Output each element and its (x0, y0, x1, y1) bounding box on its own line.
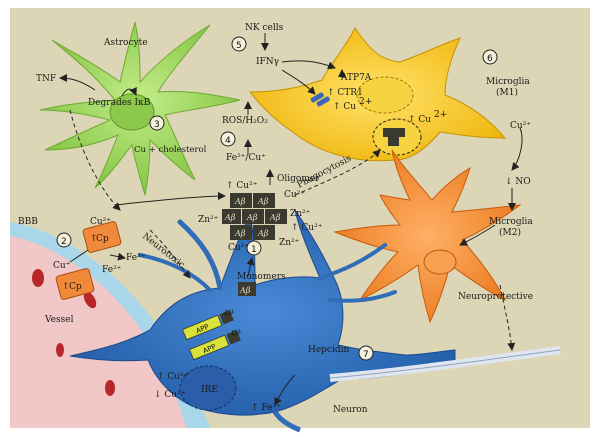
neuron-cell (69, 209, 561, 433)
abeta-7: Aβ (257, 229, 269, 238)
label-neuroprotective: Neuroprotective (458, 292, 533, 302)
label-ifn: IFNγ (256, 57, 279, 67)
step-1: 1 (251, 245, 257, 255)
abeta-monomer (238, 282, 256, 296)
cu-on-app-1: Cu (223, 307, 235, 318)
abeta-5: Aβ (224, 213, 236, 222)
microglia-m1-cell (248, 27, 507, 162)
label-zn2-right: Zn²⁺ (290, 209, 311, 219)
label-ire: IRE (201, 385, 218, 395)
label-no: ↓ NO (505, 177, 531, 187)
label-cu-vesicle-sup: 2+ (434, 110, 447, 120)
step-5: 5 (236, 41, 242, 51)
label-fe2: Fe²⁺ (102, 265, 122, 275)
step-2: 2 (61, 237, 67, 247)
abeta-monomer-label: Aβ (239, 286, 251, 295)
label-cu-low2: ↓ Cu²⁺ (154, 390, 186, 400)
label-ros: ROS/H₂O₂ (222, 116, 268, 126)
abeta-oligomer-cluster: Aβ Aβ Aβ Aβ Aβ Aβ Aβ (222, 193, 287, 240)
label-microglia-m1-a: Microglia (486, 77, 530, 87)
app-proteins: APP APP Cu Cu (181, 307, 242, 361)
label-fe3: Fe³⁺ (126, 253, 146, 263)
step-markers: 1 2 3 4 5 6 7 (56, 36, 498, 361)
label-cu-low1: ↑ Cu²⁺ (157, 372, 189, 382)
label-cu-right: Cu²⁺ (510, 121, 531, 131)
label-cu-m1: ↑ Cu (333, 102, 356, 112)
label-microglia-m1-b: (M1) (496, 87, 518, 98)
label-cu-vessel: Cu²⁺ (90, 217, 111, 227)
label-fe-cu: Fe²⁺/Cu⁺ (226, 153, 266, 163)
cp-up-1: ↑ (90, 234, 98, 244)
label-oligomer: Oligomer (277, 174, 320, 184)
step-3: 3 (154, 120, 160, 130)
label-vessel: Vessel (44, 315, 74, 325)
ceruloplasmin-boxes: Cp ↑ Cp ↑ (55, 221, 122, 300)
label-tnf: TNF (36, 74, 56, 84)
microglia-m2-cell (333, 149, 522, 324)
cu-on-app-2: Cu (230, 327, 242, 338)
label-cu-vesicle: ↑ Cu (408, 115, 431, 125)
label-cu-cp: Cu⁺ (53, 261, 71, 271)
cp-label-2: Cp (69, 282, 82, 292)
label-monomers: Monomers (237, 272, 286, 282)
step-7: 7 (363, 350, 369, 360)
label-cu-top: ↑ Cu²⁺ (226, 181, 258, 191)
label-astrocyte: Astrocyte (103, 38, 148, 48)
label-bbb: BBB (18, 217, 38, 227)
label-degrades: Degrades IκB (88, 98, 151, 108)
step-4: 4 (225, 136, 231, 146)
cp-up-2: ↑ (62, 282, 70, 292)
abeta-3: Aβ (246, 213, 258, 222)
label-cu-m1-sup: 2+ (359, 97, 372, 107)
label-cu2-rr: ↑ Cu²⁺ (291, 223, 323, 233)
abeta-6: Aβ (234, 229, 246, 238)
label-nk-cells: NK cells (245, 23, 284, 33)
abeta-4: Aβ (269, 213, 281, 222)
cp-label-1: Cp (96, 234, 109, 244)
astrocyte-cell (39, 21, 241, 196)
abeta-1: Aβ (234, 197, 246, 206)
label-neuron: Neuron (333, 405, 368, 415)
label-microglia-m2-a: Microglia (489, 217, 533, 227)
label-cu2-bottom: Cu²⁺ (228, 243, 249, 253)
label-cu2-right: Cu²⁺ (284, 190, 305, 200)
label-microglia-m2-b: (M2) (499, 227, 521, 238)
label-fe-down: ↑ Fe²⁺ (251, 403, 281, 413)
dashed-arrows (69, 109, 516, 351)
label-hepcidin: Hepcidin (308, 345, 349, 355)
label-zn2-bottom: Zn²⁺ (279, 238, 300, 248)
label-cu-cholesterol: Cu + cholesterol (134, 145, 207, 155)
label-ctr1: ↑ CTR1 (327, 88, 363, 98)
pathway-arrows (59, 33, 523, 406)
label-zn2-left: Zn²⁺ (198, 215, 219, 225)
abeta-2: Aβ (257, 197, 269, 206)
step-6: 6 (487, 54, 493, 64)
label-atp7a: ATP7A (340, 73, 372, 83)
